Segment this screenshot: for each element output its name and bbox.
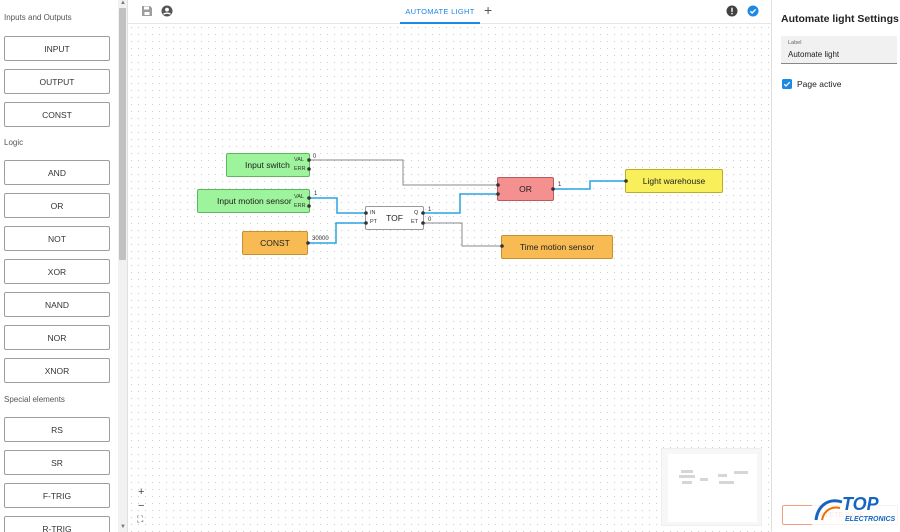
palette-item-or[interactable]: OR	[4, 193, 110, 218]
zoom-in-button[interactable]: +	[138, 486, 145, 498]
palette-scrollbar[interactable]: ▲ ▼	[118, 0, 127, 532]
port-val: VAL	[294, 157, 304, 163]
wires-layer	[308, 159, 625, 247]
logic-canvas[interactable]: Input switch VAL ERR 0 Input motion sens…	[128, 24, 771, 532]
value-label: 1	[558, 182, 562, 188]
settings-title: Automate light Settings	[781, 13, 899, 25]
palette-section-title: Special elements	[4, 395, 65, 404]
port-q: Q	[414, 210, 419, 216]
node-label: Input switch	[245, 160, 290, 170]
node-light-warehouse[interactable]: Light warehouse	[625, 169, 723, 193]
node-input-motion-sensor[interactable]: Input motion sensor	[197, 189, 310, 213]
zoom-out-button[interactable]: −	[138, 500, 145, 512]
svg-text:ELECTRONICS: ELECTRONICS	[845, 516, 896, 523]
palette-item-const[interactable]: CONST	[4, 102, 110, 127]
node-label: Light warehouse	[642, 176, 706, 186]
label-field[interactable]: Label Automate light	[781, 36, 897, 64]
palette-item-xor[interactable]: XOR	[4, 259, 110, 284]
port-in: IN	[370, 210, 376, 216]
top-bar: AUTOMATE LIGHT +	[128, 0, 771, 24]
palette-item-nand[interactable]: NAND	[4, 292, 110, 317]
port-et: ET	[411, 219, 419, 225]
scroll-up-arrow-icon[interactable]: ▲	[120, 0, 126, 6]
palette-item-and[interactable]: AND	[4, 160, 110, 185]
node-label: TOF	[386, 213, 403, 223]
palette-item-r-trig[interactable]: R-TRIG	[4, 516, 110, 532]
palette-item-input[interactable]: INPUT	[4, 36, 110, 61]
minimap-nodes	[679, 470, 748, 484]
value-label: 0	[428, 217, 432, 223]
wire-tof-to-time	[424, 222, 501, 247]
palette-item-sr[interactable]: SR	[4, 450, 110, 475]
wire-motion-to-tof	[310, 197, 365, 214]
palette-section-title: Logic	[4, 138, 24, 147]
check-circle-icon[interactable]	[747, 5, 759, 17]
node-input-switch[interactable]: Input switch	[226, 153, 310, 177]
wire-tof-to-or	[424, 193, 497, 214]
scroll-thumb[interactable]	[119, 8, 126, 260]
value-label: 1	[314, 191, 318, 197]
node-label: OR	[519, 184, 532, 194]
port-err: ERR	[294, 166, 306, 172]
port-val: VAL	[294, 194, 304, 200]
scroll-down-arrow-icon[interactable]: ▼	[120, 524, 126, 530]
page-active-checkbox[interactable]	[782, 79, 792, 89]
palette-item-rs[interactable]: RS	[4, 417, 110, 442]
wire-or-to-light	[554, 180, 625, 190]
palette-item-output[interactable]: OUTPUT	[4, 69, 110, 94]
wire-switch-to-or	[310, 159, 497, 186]
node-label: CONST	[260, 238, 290, 248]
node-time-motion-sensor[interactable]: Time motion sensor	[501, 235, 613, 259]
save-icon[interactable]	[141, 5, 153, 17]
node-label: Time motion sensor	[519, 242, 595, 252]
minimap-viewport	[668, 454, 757, 522]
fit-view-button[interactable]: ⛶	[137, 514, 144, 524]
top-electronics-logo: TOP ELECTRONICS	[812, 490, 900, 526]
settings-panel: Automate light Settings Label Automate l…	[771, 0, 900, 532]
palette-item-nor[interactable]: NOR	[4, 325, 110, 350]
port-dots	[306, 158, 628, 248]
page-active-label: Page active	[797, 79, 842, 89]
minimap[interactable]	[661, 448, 762, 526]
port-pt: PT	[370, 219, 378, 225]
value-label: 1	[428, 207, 432, 213]
value-label: 30000	[312, 236, 329, 242]
palette-item-xnor[interactable]: XNOR	[4, 358, 110, 383]
account-icon[interactable]	[161, 5, 173, 17]
palette-item-f-trig[interactable]: F-TRIG	[4, 483, 110, 508]
label-field-value[interactable]: Automate light	[788, 50, 840, 59]
node-label: Input motion sensor	[217, 196, 292, 206]
palette-section-title: Inputs and Outputs	[4, 13, 72, 22]
tab-automate-light[interactable]: AUTOMATE LIGHT	[400, 0, 480, 24]
wire-const-to-tof	[308, 222, 365, 244]
add-tab-button[interactable]: +	[484, 2, 493, 18]
palette-item-not[interactable]: NOT	[4, 226, 110, 251]
svg-text:TOP: TOP	[842, 494, 880, 514]
alert-icon[interactable]	[726, 5, 738, 17]
label-field-label: Label	[788, 40, 802, 46]
port-err: ERR	[294, 203, 306, 209]
value-label: 0	[313, 154, 317, 160]
node-tof[interactable]: TOF	[365, 206, 424, 230]
